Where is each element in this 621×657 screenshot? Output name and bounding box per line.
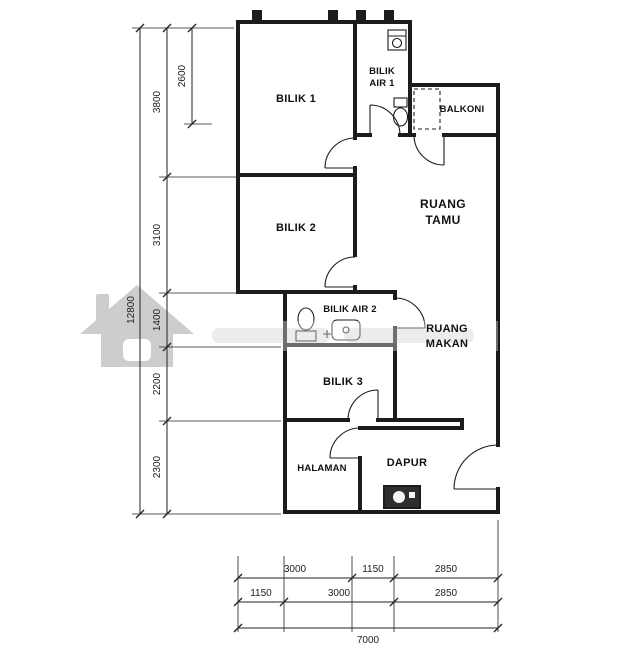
- door-bilik3: [347, 389, 379, 421]
- kitchen-sink-detail: [409, 492, 415, 498]
- dim-label-row1-3000: 3000: [284, 564, 307, 575]
- sink-icon: [387, 29, 407, 51]
- dim-label-bottom-total: 7000: [357, 635, 380, 646]
- column-stub: [252, 10, 262, 22]
- watermark-house-icon: [80, 285, 194, 367]
- room-label-bilik-air-1: AIR 1: [369, 78, 395, 89]
- walls: [236, 10, 500, 514]
- left-dimension-chain: [132, 23, 281, 519]
- toilet-bowl: [392, 107, 409, 127]
- door-balkoni: [413, 134, 445, 166]
- dim-label-2600: 2600: [177, 64, 188, 87]
- watermark-band-text-blur: [344, 328, 474, 343]
- room-label-bilik-1: BILIK 1: [276, 93, 316, 105]
- sink-icon: [331, 319, 361, 341]
- kitchen-sink-basin: [393, 491, 405, 503]
- room-label-balkoni: BALKONI: [440, 104, 485, 115]
- house-window: [123, 339, 151, 361]
- dim-label-row2-1150: 1150: [250, 588, 272, 599]
- extension-lines-left: [132, 27, 281, 515]
- room-label-bilik-3: BILIK 3: [323, 376, 363, 388]
- room-label-bilik-2: BILIK 2: [276, 222, 316, 234]
- toilet-icon: [393, 97, 408, 108]
- dim-label-3800: 3800: [152, 90, 163, 113]
- wall-column-stubs: [252, 10, 394, 22]
- column-stub: [356, 10, 366, 22]
- dim-label-row1-1150: 1150: [362, 564, 384, 575]
- door-entry: [453, 444, 499, 490]
- room-label-bilik-air-1: BILIK: [369, 66, 395, 77]
- room-label-ruang-tamu: TAMU: [425, 213, 460, 227]
- room-label-ruang-tamu: RUANG: [420, 197, 466, 211]
- door-bilik1: [324, 137, 356, 169]
- sink-basin: [391, 37, 403, 49]
- room-label-dapur: DAPUR: [387, 457, 428, 469]
- room-label-ruang-makan: RUANG: [426, 323, 468, 335]
- column-stub: [384, 10, 394, 22]
- room-label-bilik-air-2: BILIK AIR 2: [323, 304, 377, 315]
- sink-drain: [342, 326, 350, 334]
- door-bilik-air1: [369, 104, 401, 136]
- dim-label-row1-2850: 2850: [435, 564, 458, 575]
- room-label-halaman: HALAMAN: [297, 463, 346, 474]
- watermark-band: [200, 321, 498, 351]
- dim-ticks-left: [135, 23, 197, 519]
- left-dimension-labels: 12800 3800 3100 1400 2200 2300 2600: [126, 64, 188, 478]
- column-stub: [328, 10, 338, 22]
- wall-lines: [236, 20, 500, 514]
- door-halaman: [329, 427, 361, 459]
- floor-drain-icon: [323, 330, 331, 338]
- dim-label-2200: 2200: [152, 372, 163, 395]
- extension-lines-bottom: [237, 520, 499, 632]
- fixtures: [295, 29, 441, 509]
- dim-label-2300: 2300: [152, 455, 163, 478]
- watermark-band-bg: [200, 321, 498, 351]
- door-swings: [324, 104, 499, 490]
- toilet-bowl: [297, 307, 315, 331]
- house-roof: [80, 285, 194, 334]
- room-label-ruang-makan: MAKAN: [426, 338, 468, 350]
- door-bilik-air2: [394, 297, 426, 329]
- dim-label-1400: 1400: [152, 308, 163, 331]
- dim-label-3100: 3100: [152, 223, 163, 246]
- door-bilik2: [324, 256, 356, 288]
- dim-label-row2-2850: 2850: [435, 588, 458, 599]
- dim-ticks-bottom: [233, 573, 503, 633]
- toilet-icon: [295, 330, 317, 342]
- room-labels: BILIK 1 BILIK AIR 1 BALKONI RUANG TAMU B…: [276, 66, 484, 474]
- bottom-dimension-labels: 3000 1150 2850 1150 3000 2850 7000: [250, 564, 457, 646]
- dim-label-left-total: 12800: [126, 296, 137, 324]
- washer-icon: [413, 88, 441, 130]
- watermark-band-text-blur: [212, 328, 330, 343]
- bottom-dimension-chain: [233, 520, 503, 633]
- dim-label-row2-3000: 3000: [328, 588, 351, 599]
